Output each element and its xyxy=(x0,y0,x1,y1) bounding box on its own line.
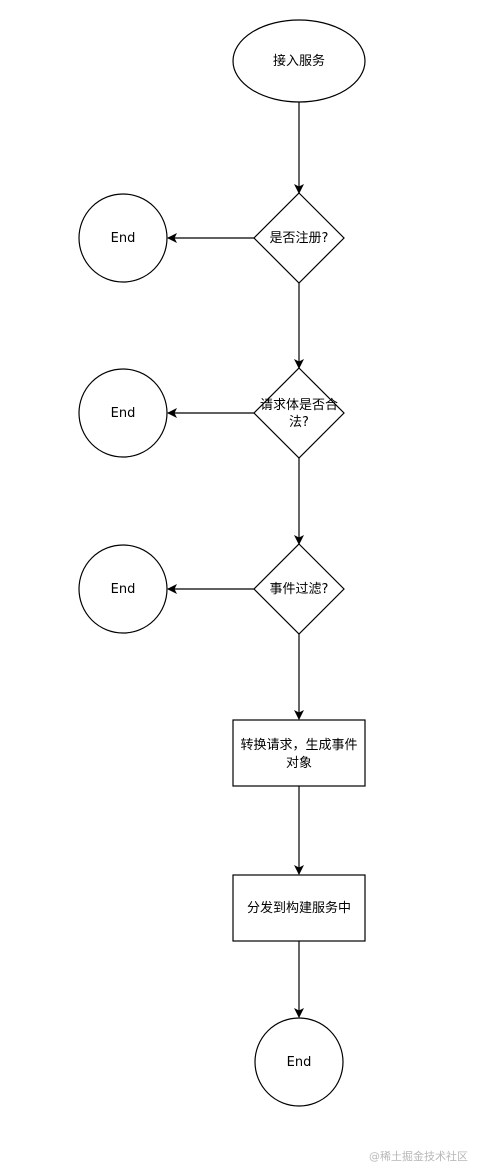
decision-event-filter: 事件过滤? xyxy=(253,543,345,635)
process-dispatch-label: 分发到构建服务中 xyxy=(247,900,351,916)
decision-event-filter-label: 事件过滤? xyxy=(270,582,329,597)
decision-body-valid: 请求体是否合 法? xyxy=(253,367,345,459)
end-node-4: End xyxy=(254,1017,344,1107)
process-convert-request-label-line1: 转换请求，生成事件 xyxy=(240,738,357,753)
end-node-3-label: End xyxy=(111,582,136,597)
end-node-3: End xyxy=(78,544,168,634)
end-node-1-label: End xyxy=(111,231,136,246)
decision-body-valid-label-line2: 法? xyxy=(289,415,309,430)
process-dispatch: 分发到构建服务中 xyxy=(232,874,366,942)
decision-body-valid-label-line1: 请求体是否合 xyxy=(260,398,338,413)
end-node-2: End xyxy=(78,368,168,458)
start-node-label: 接入服务 xyxy=(273,53,325,69)
end-node-4-label: End xyxy=(287,1055,312,1070)
process-convert-request: 转换请求，生成事件 对象 xyxy=(232,719,366,787)
start-node: 接入服务 xyxy=(232,19,366,103)
end-node-2-label: End xyxy=(111,406,136,421)
decision-registered-label: 是否注册? xyxy=(270,231,329,246)
watermark: @稀土掘金技术社区 xyxy=(369,1150,468,1163)
process-convert-request-label-line2: 对象 xyxy=(286,756,312,771)
decision-registered: 是否注册? xyxy=(253,192,345,284)
end-node-1: End xyxy=(78,193,168,283)
